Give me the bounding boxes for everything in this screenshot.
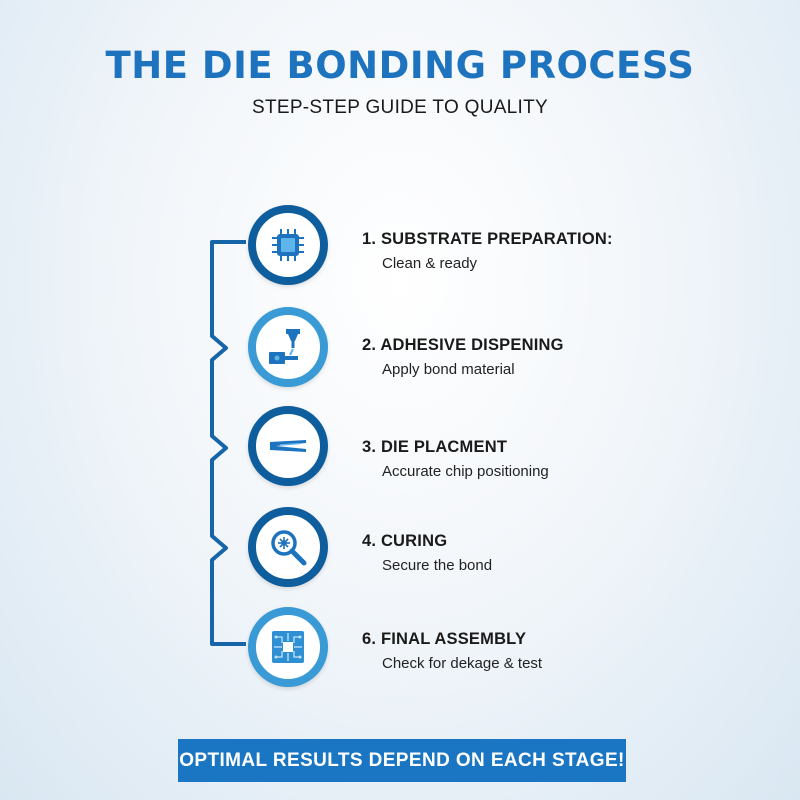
step-4-title: 4. CURING [362, 532, 448, 550]
page-title: THE DIE BONDING PROCESS [105, 44, 695, 87]
step-1-title: 1. SUBSTRATE PREPARATION: [362, 230, 613, 248]
step-2-description: Apply bond material [382, 361, 515, 378]
page-subtitle: STEP-STEP GUIDE TO QUALITY [251, 97, 549, 118]
step-3-circle [248, 406, 328, 486]
step-1-circle [248, 205, 328, 285]
step-3-title: 3. DIE PLACMENT [362, 438, 508, 456]
step-4-circle [248, 507, 328, 587]
tweezers-icon [270, 440, 306, 452]
chip-icon [272, 229, 304, 261]
step-3-description: Accurate chip positioning [382, 463, 549, 480]
step-5-title: 6. FINAL ASSEMBLY [362, 630, 527, 648]
circuit-board-icon [272, 631, 304, 663]
step-5-description: Check for dekage & test [382, 655, 543, 672]
step-2-title: 2. ADHESIVE DISPENING [362, 336, 564, 354]
step-2-circle [248, 307, 328, 387]
step-1-description: Clean & ready [382, 255, 478, 272]
footer-banner-text: OPTIMAL RESULTS DEPEND ON EACH STAGE! [179, 749, 625, 771]
dispenser-icon [269, 329, 300, 364]
step-5-circle [248, 607, 328, 687]
step-4-description: Secure the bond [382, 557, 493, 574]
magnifier-icon [271, 530, 307, 566]
footer-banner: OPTIMAL RESULTS DEPEND ON EACH STAGE! [178, 739, 626, 782]
